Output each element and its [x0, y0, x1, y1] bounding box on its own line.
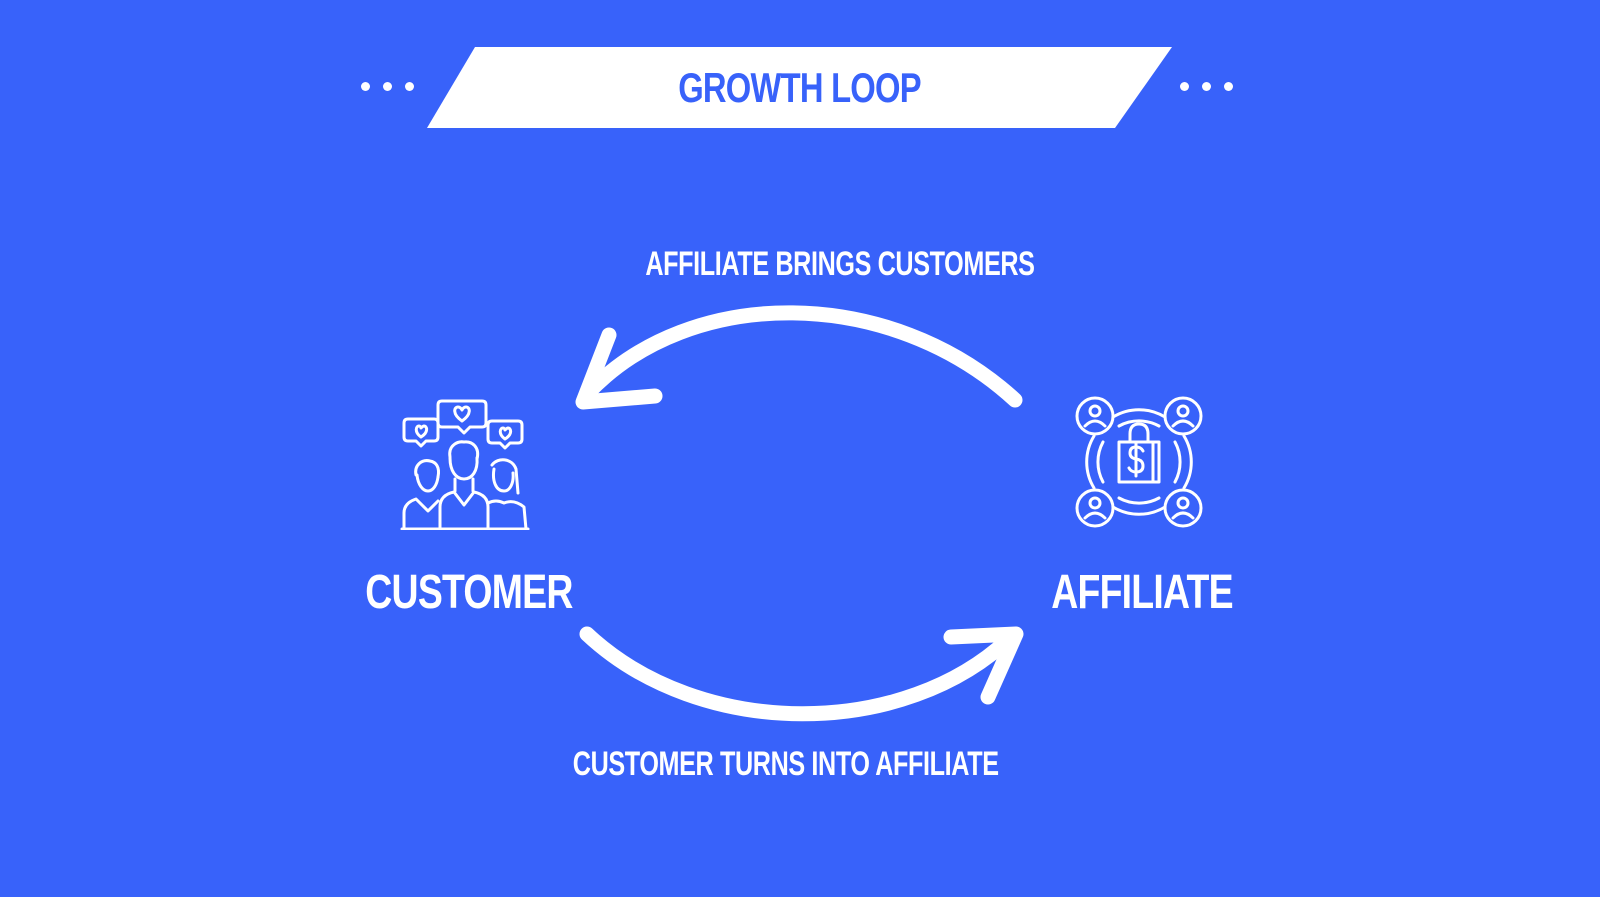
bottom-arrow-head — [943, 626, 1024, 705]
bottom-border — [0, 897, 1600, 901]
left-dots-decoration — [361, 82, 421, 92]
dot — [1224, 82, 1233, 91]
affiliate-network-icon — [1073, 396, 1205, 528]
dot — [361, 82, 370, 91]
right-dots-decoration — [1180, 82, 1240, 92]
top-edge-label: AFFILIATE BRINGS CUSTOMERS — [645, 245, 1035, 283]
title-banner-shape — [427, 47, 1172, 128]
bottom-arrow-curve — [579, 626, 1020, 722]
affiliate-node-label: AFFILIATE — [1051, 566, 1233, 619]
top-arrow-head — [575, 327, 663, 410]
dot — [405, 82, 414, 91]
top-arrow-curve — [580, 305, 1023, 408]
dot — [383, 82, 392, 91]
customer-node-label: CUSTOMER — [365, 566, 573, 619]
bottom-edge-label: CUSTOMER TURNS INTO AFFILIATE — [572, 745, 999, 783]
dot — [1202, 82, 1211, 91]
page-title: GROWTH LOOP — [678, 64, 921, 111]
dot — [1180, 82, 1189, 91]
people-hearts-icon — [400, 395, 530, 531]
title-banner: GROWTH LOOP — [427, 47, 1172, 128]
